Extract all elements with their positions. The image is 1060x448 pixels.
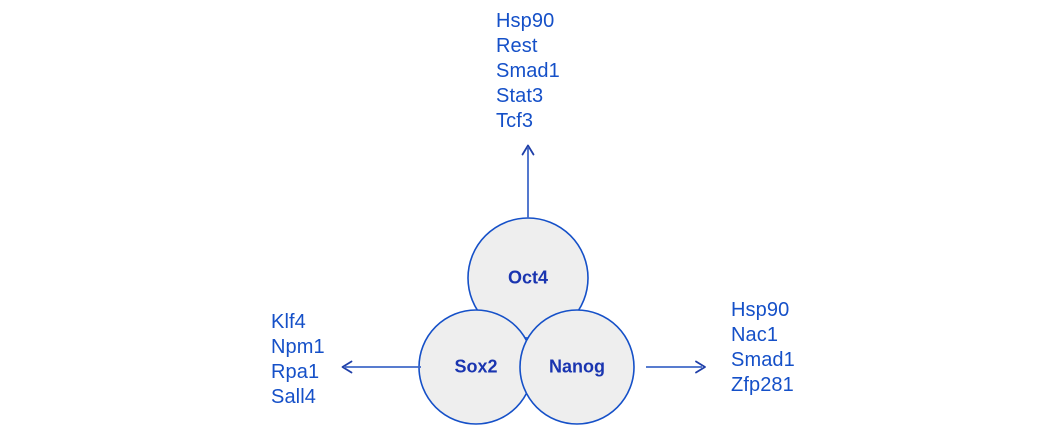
- arrow-up-icon: [521, 144, 535, 218]
- gene-item: Rest: [496, 35, 538, 57]
- gene-list-left: Klf4 Npm1 Rpa1 Sall4: [271, 310, 325, 410]
- gene-item: Stat3: [496, 85, 544, 107]
- gene-item: Smad1: [731, 349, 795, 371]
- node-circle-nanog[interactable]: [519, 309, 635, 425]
- gene-list-right: Hsp90 Nac1 Smad1 Zfp281: [731, 298, 795, 398]
- gene-item: Nac1: [731, 324, 779, 346]
- gene-item: Sall4: [271, 386, 316, 408]
- gene-item: Hsp90: [496, 10, 555, 32]
- gene-item: Npm1: [271, 336, 325, 358]
- gene-item: Smad1: [496, 60, 560, 82]
- gene-item: Klf4: [271, 311, 306, 333]
- gene-item: Tcf3: [496, 110, 534, 132]
- gene-item: Zfp281: [731, 374, 794, 396]
- node-circle-sox2[interactable]: [418, 309, 534, 425]
- arrow-left-icon: [341, 360, 421, 374]
- gene-item: Rpa1: [271, 361, 320, 383]
- gene-list-top: Hsp90 Rest Smad1 Stat3 Tcf3: [496, 9, 560, 134]
- arrow-right-icon: [646, 360, 706, 374]
- gene-item: Hsp90: [731, 299, 790, 321]
